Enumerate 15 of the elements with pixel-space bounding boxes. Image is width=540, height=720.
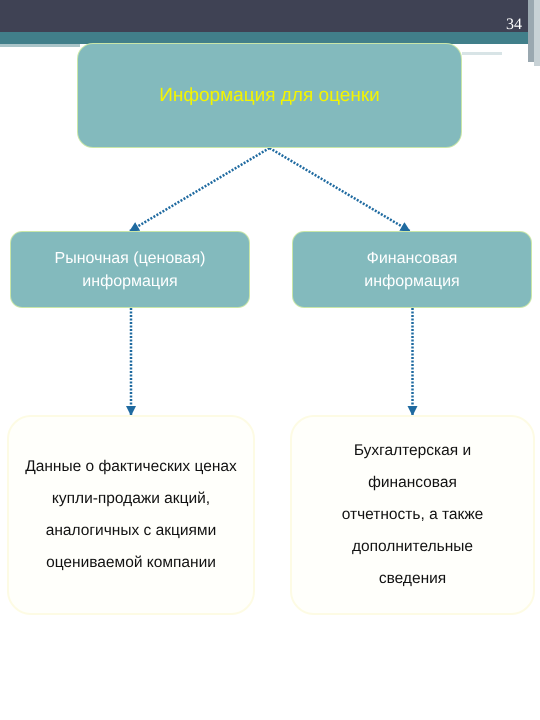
box-text: Финансовая информация bbox=[363, 248, 461, 292]
detail-box bbox=[290, 415, 535, 615]
box-text: Данные о фактических ценах купли-продажи акций, аналогичных с акциями оцениваемой компании bbox=[24, 457, 238, 573]
arrow bbox=[126, 308, 136, 416]
page-number: 34 bbox=[506, 16, 522, 34]
root-box bbox=[77, 43, 462, 148]
category-box bbox=[292, 231, 532, 308]
arrow bbox=[129, 146, 270, 232]
arrow bbox=[268, 146, 410, 232]
arrow bbox=[408, 308, 418, 416]
box-text: Информация для оценки bbox=[159, 84, 380, 106]
box-text: Бухгалтерская и финансовая отчетность, а также дополнительные сведения bbox=[340, 441, 484, 589]
detail-box bbox=[7, 415, 255, 615]
box-text: Рыночная (ценовая) информация bbox=[54, 248, 206, 292]
category-box bbox=[10, 231, 250, 308]
